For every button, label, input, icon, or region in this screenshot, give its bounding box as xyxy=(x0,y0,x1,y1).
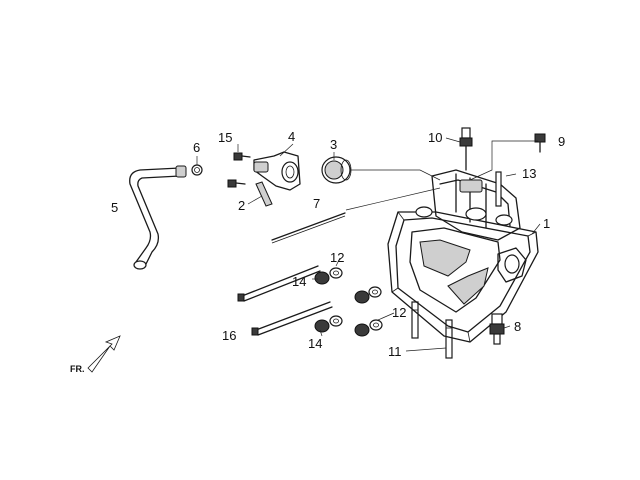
callout-12-lower: 12 xyxy=(392,305,406,320)
callout-2: 2 xyxy=(238,198,245,213)
callout-10: 10 xyxy=(428,130,442,145)
stud-bolts-part-16 xyxy=(237,265,333,336)
thermostat-housing-part-4 xyxy=(253,151,301,191)
callout-7: 7 xyxy=(313,196,320,211)
hose-clamp-part-6 xyxy=(191,164,203,176)
callout-3: 3 xyxy=(330,137,337,152)
callout-9: 9 xyxy=(558,134,565,149)
callout-1: 1 xyxy=(543,216,550,231)
callout-16: 16 xyxy=(222,328,236,343)
nut-washer-part-12-upper xyxy=(354,286,382,304)
sensor-part-10 xyxy=(459,127,473,171)
callout-5: 5 xyxy=(111,200,118,215)
callout-15: 15 xyxy=(218,130,232,145)
callout-12-upper: 12 xyxy=(330,250,344,265)
callout-13: 13 xyxy=(522,166,536,181)
sensor-part-8 xyxy=(489,313,505,345)
callout-8: 8 xyxy=(514,319,521,334)
nut-washer-part-14-lower xyxy=(314,315,343,333)
thermostat-part-3 xyxy=(321,156,352,184)
bolt-part-15 xyxy=(227,152,251,188)
cylinder-head-part-1 xyxy=(387,169,539,343)
dowel-pin-part-2 xyxy=(255,181,273,207)
rod-part-7 xyxy=(271,212,346,244)
front-direction-label: FR. xyxy=(70,364,85,374)
stud-part-13 xyxy=(495,171,502,207)
leader-lines xyxy=(196,137,541,352)
callout-4: 4 xyxy=(288,129,295,144)
bolt-part-9 xyxy=(534,133,546,153)
front-direction-indicator: FR. xyxy=(70,335,121,374)
callout-labels: 1 2 3 4 5 6 7 8 9 10 11 12 12 13 14 14 1… xyxy=(111,129,565,359)
breather-hose-part-5 xyxy=(129,165,187,270)
callout-11: 11 xyxy=(388,344,402,359)
callout-14-lower: 14 xyxy=(308,336,322,351)
stud-part-11 xyxy=(411,301,453,359)
nut-washer-part-12-lower xyxy=(354,319,383,337)
callout-14-upper: 14 xyxy=(292,274,306,289)
nut-washer-part-14-upper xyxy=(314,267,343,285)
callout-6: 6 xyxy=(193,140,200,155)
